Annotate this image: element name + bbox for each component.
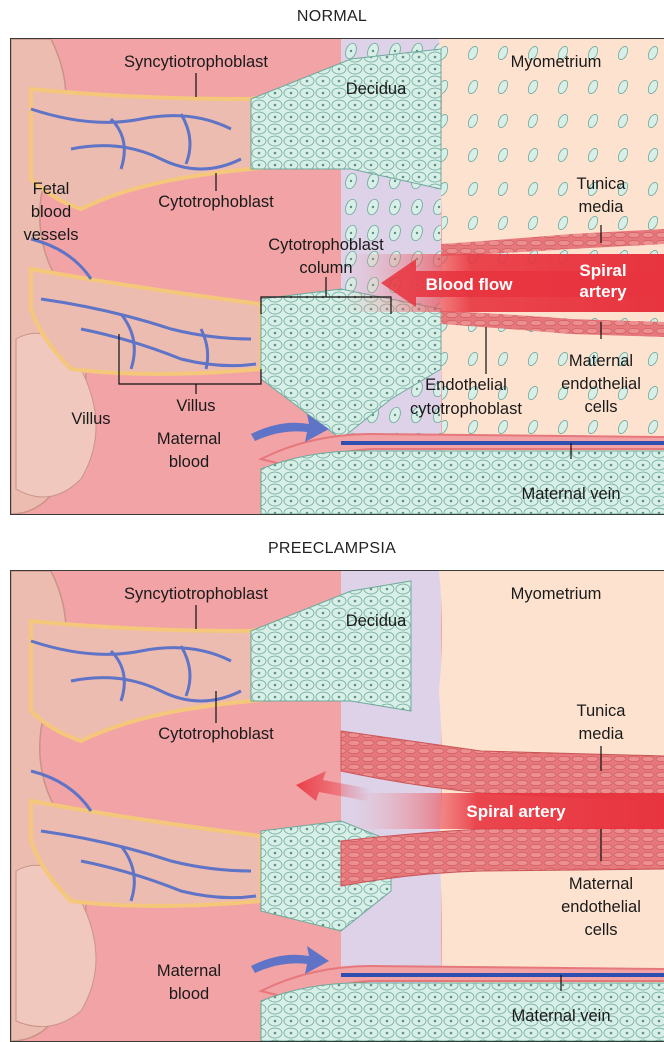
label-maternal-vein: Maternal vein	[511, 1007, 610, 1025]
label-maternal-blood-1: Maternal	[157, 430, 221, 448]
label-maternal-endothelial-2: endothelial	[561, 898, 641, 916]
label-cytotrophoblast: Cytotrophoblast	[158, 725, 274, 743]
label-villus-inner: Villus	[176, 397, 215, 415]
normal-panel: Syncytiotrophoblast Decidua Myometrium F…	[10, 38, 664, 515]
label-cytotrophoblast-column-2: column	[299, 259, 352, 277]
label-blood: blood	[31, 203, 71, 221]
label-artery: artery	[579, 282, 627, 301]
label-villus-outer: Villus	[71, 410, 110, 428]
label-tunica: Tunica	[577, 702, 627, 720]
label-blood-flow: Blood flow	[426, 275, 514, 294]
normal-panel-title: NORMAL	[0, 8, 664, 26]
label-maternal-blood-2: blood	[169, 985, 209, 1003]
preeclampsia-panel-title: PREECLAMPSIA	[0, 540, 664, 558]
label-cytotrophoblast: Cytotrophoblast	[158, 193, 274, 211]
preeclampsia-panel: Syncytiotrophoblast Decidua Myometrium C…	[10, 570, 664, 1042]
label-maternal-blood-1: Maternal	[157, 962, 221, 980]
label-maternal-endothelial-3: cells	[584, 921, 617, 939]
label-myometrium: Myometrium	[511, 53, 602, 71]
label-vessels: vessels	[23, 226, 78, 244]
label-syncytiotrophoblast: Syncytiotrophoblast	[124, 585, 268, 603]
label-decidua: Decidua	[346, 80, 407, 98]
label-media: media	[579, 198, 625, 216]
vein-floor-cells	[261, 451, 664, 514]
label-syncytiotrophoblast: Syncytiotrophoblast	[124, 53, 268, 71]
label-spiral-artery: Spiral artery	[466, 802, 566, 821]
label-myometrium: Myometrium	[511, 585, 602, 603]
label-endothelial-cytotrophoblast: cytotrophoblast	[410, 400, 522, 418]
label-maternal-endothelial-2: endothelial	[561, 375, 641, 393]
label-maternal-vein: Maternal vein	[521, 485, 620, 503]
label-media: media	[579, 725, 625, 743]
label-maternal-blood-2: blood	[169, 453, 209, 471]
label-spiral: Spiral	[579, 261, 626, 280]
normal-diagram: Syncytiotrophoblast Decidua Myometrium F…	[11, 39, 664, 514]
label-maternal-endothelial-1: Maternal	[569, 875, 633, 893]
label-decidua: Decidua	[346, 612, 407, 630]
label-endothelial: Endothelial	[425, 376, 507, 394]
label-tunica: Tunica	[577, 175, 627, 193]
preeclampsia-diagram: Syncytiotrophoblast Decidua Myometrium C…	[11, 571, 664, 1041]
label-fetal: Fetal	[33, 180, 70, 198]
label-maternal-endothelial-1: Maternal	[569, 352, 633, 370]
label-maternal-endothelial-3: cells	[584, 398, 617, 416]
label-cytotrophoblast-column-1: Cytotrophoblast	[268, 236, 384, 254]
